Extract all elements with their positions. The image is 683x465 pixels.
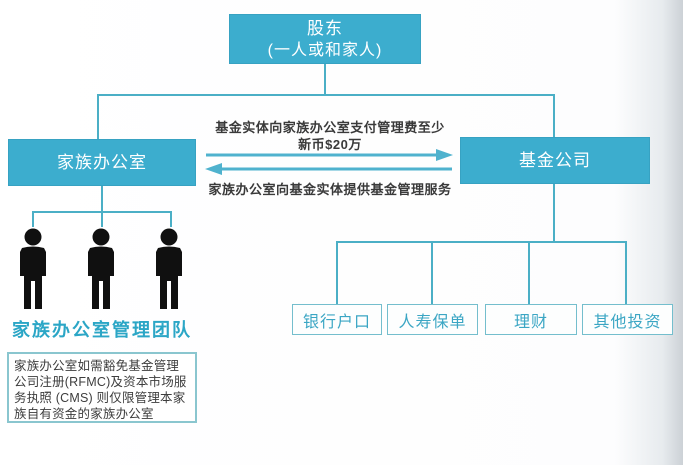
connector-member3-drop bbox=[170, 211, 172, 227]
fee-label-line1: 基金实体向家族办公室支付管理费至少 bbox=[215, 120, 445, 135]
exchange-arrows bbox=[205, 149, 453, 175]
arrow-right-icon bbox=[206, 149, 453, 161]
connector-member2-drop bbox=[101, 211, 103, 227]
connector-team-vertical bbox=[101, 186, 103, 213]
arrow-left-icon bbox=[205, 163, 452, 175]
investment-box-life-insurance: 人寿保单 bbox=[387, 304, 478, 335]
connector-shoulder-horizontal bbox=[97, 94, 555, 96]
shareholder-label-line2: (一人或和家人) bbox=[267, 41, 383, 59]
fund-company-box: 基金公司 bbox=[460, 137, 650, 184]
connector-investment1-drop bbox=[336, 241, 338, 304]
fee-label-line2: 新币$20万 bbox=[298, 137, 362, 152]
fund-company-label: 基金公司 bbox=[519, 150, 591, 170]
investment-box-wealth-management: 理财 bbox=[485, 304, 577, 335]
connector-investments-horizontal bbox=[336, 241, 627, 243]
shareholder-label-line1: 股东 bbox=[307, 18, 343, 38]
regulatory-note-box: 家族办公室如需豁免基金管理公司注册(RFMC)及资本市场服务执照 (CMS) 则… bbox=[7, 352, 197, 423]
person-silhouette-icon bbox=[79, 227, 123, 311]
connector-investment4-drop bbox=[625, 241, 627, 304]
regulatory-note-text: 家族办公室如需豁免基金管理公司注册(RFMC)及资本市场服务执照 (CMS) 则… bbox=[14, 359, 187, 421]
investment-label: 银行户口 bbox=[302, 313, 371, 331]
connector-fund-vertical bbox=[553, 184, 555, 243]
team-label: 家族办公室管理团队 bbox=[12, 320, 192, 340]
investment-label: 其他投资 bbox=[593, 313, 662, 331]
service-label: 家族办公室向基金实体提供基金管理服务 bbox=[208, 182, 452, 197]
family-office-label: 家族办公室 bbox=[57, 152, 147, 172]
person-silhouette-icon bbox=[11, 227, 55, 311]
investment-label: 理财 bbox=[513, 313, 548, 331]
investment-box-bank-account: 银行户口 bbox=[292, 304, 382, 335]
connector-top-vertical bbox=[324, 64, 326, 95]
family-office-box: 家族办公室 bbox=[8, 139, 196, 186]
connector-investment2-drop bbox=[431, 241, 433, 304]
connector-investment3-drop bbox=[528, 241, 530, 304]
connector-member1-drop bbox=[32, 211, 34, 227]
shareholder-box: 股东 (一人或和家人) bbox=[229, 14, 421, 64]
investment-box-other-investments: 其他投资 bbox=[582, 304, 673, 335]
connector-left-drop bbox=[97, 94, 99, 139]
investment-label: 人寿保单 bbox=[398, 313, 467, 331]
connector-right-drop bbox=[553, 94, 555, 137]
person-silhouette-icon bbox=[147, 227, 191, 311]
